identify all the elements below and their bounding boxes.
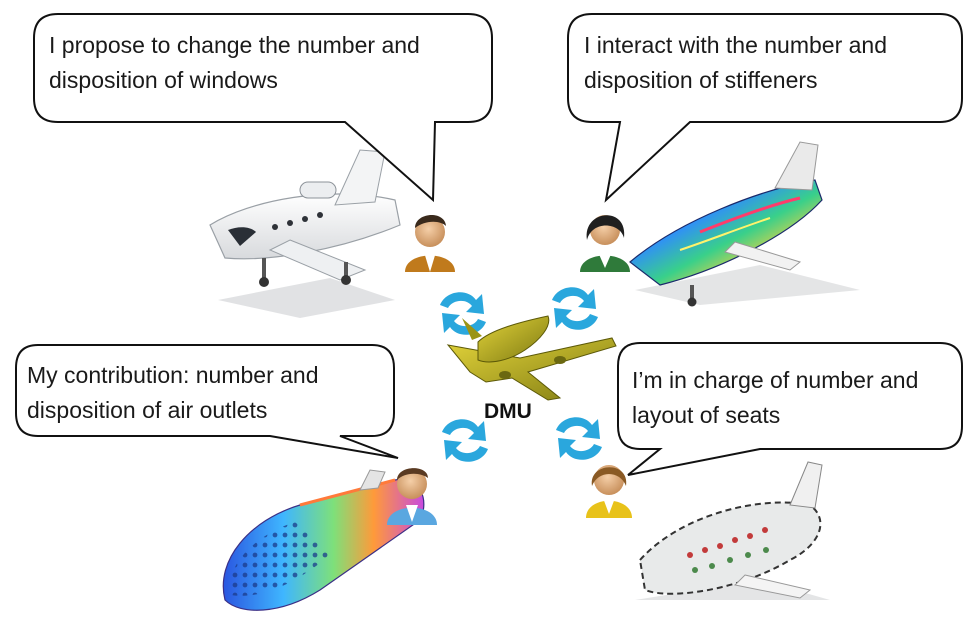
bubble-line: disposition of air outlets bbox=[27, 397, 268, 423]
air-outlets-analysis-image bbox=[222, 469, 425, 611]
bubble-stiffeners-text: I interact with the number and dispositi… bbox=[584, 28, 887, 98]
person-icon bbox=[586, 465, 632, 518]
bubble-seats bbox=[617, 342, 963, 476]
bubble-seats-text: I’m in charge of number and layout of se… bbox=[632, 363, 918, 433]
seat-layout-image bbox=[635, 461, 830, 600]
person-icon bbox=[580, 215, 630, 272]
business-jet-image bbox=[209, 149, 401, 318]
bubble-outlets bbox=[15, 344, 399, 459]
bubble-line: I’m in charge of number and bbox=[632, 367, 919, 393]
bubble-stiffeners bbox=[567, 13, 963, 203]
sync-arrows-icon bbox=[440, 292, 486, 335]
bubble-line: I propose to change the number and bbox=[49, 32, 420, 58]
person-icon bbox=[387, 468, 437, 525]
bubble-line: My contribution: number and bbox=[27, 362, 319, 388]
bubble-windows-text: I propose to change the number and dispo… bbox=[49, 28, 420, 98]
dmu-aircraft-icon bbox=[446, 315, 617, 401]
sync-arrows-icon bbox=[556, 417, 602, 460]
bubble-windows bbox=[33, 13, 493, 203]
bubble-line: layout of seats bbox=[632, 402, 781, 428]
bubble-line: I interact with the number and bbox=[584, 32, 887, 58]
bubble-line: disposition of stiffeners bbox=[584, 67, 818, 93]
sync-arrows-icon bbox=[442, 419, 488, 462]
dmu-label: DMU bbox=[484, 400, 532, 423]
stiffeners-analysis-image bbox=[629, 141, 860, 307]
person-icon bbox=[405, 214, 455, 272]
bubble-outlets-text: My contribution: number and disposition … bbox=[27, 358, 319, 428]
bubble-line: disposition of windows bbox=[49, 67, 278, 93]
sync-arrows-icon bbox=[552, 287, 598, 330]
